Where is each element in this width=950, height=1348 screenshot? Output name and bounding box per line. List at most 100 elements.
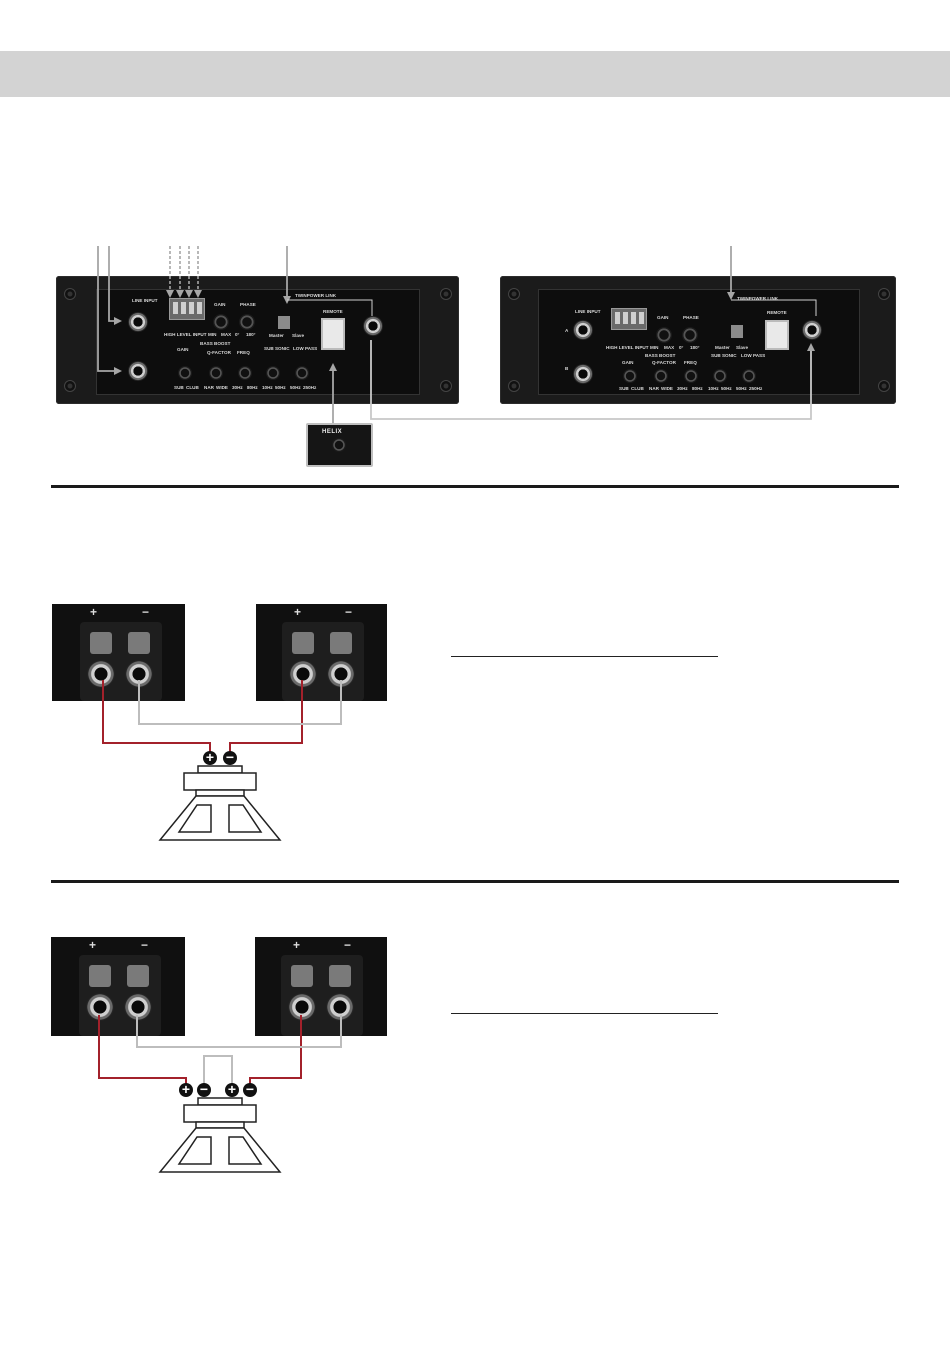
high-level-input-label: HIGH LEVEL INPUT [606,345,649,350]
hz-250-label: 250Hz [303,385,317,390]
channel-a-label: A [565,328,569,333]
text-underline [451,656,718,657]
twinpower-link-label: TWINPOWER LINK [295,293,337,298]
speaker-terminal-right: + − [256,604,387,701]
screw-icon [878,380,890,392]
terminal-plus-label: + [293,938,301,952]
phase-knob[interactable] [239,314,255,330]
high-level-input-terminal[interactable] [611,308,647,330]
slave-label: Slave [736,345,749,350]
q-factor-label: Q-FACTOR [652,360,676,365]
screw-icon [508,288,520,300]
phase-knob[interactable] [682,327,698,343]
sub-sonic-knob[interactable] [713,369,727,383]
line-input-jack-a[interactable] [128,312,148,332]
slave-label: Slave [292,333,305,338]
line-input-b-arrow [97,246,122,375]
terminal-plus-label: + [294,605,302,619]
screw-icon [878,288,890,300]
low-pass-knob[interactable] [295,366,309,380]
remote-port[interactable] [321,318,345,350]
hz-50-label: 50Hz [275,385,286,390]
gain-knob[interactable] [213,314,229,330]
line-input-jack-b[interactable] [573,364,593,384]
negative-wire [136,1015,342,1048]
positive-wire [229,680,303,752]
coil-jumper-wire [203,1055,233,1084]
freq-knob[interactable] [238,366,252,380]
bass-gain-knob[interactable] [623,369,637,383]
club-label: CLUB [631,386,644,391]
freq-knob[interactable] [684,369,698,383]
top-wiring-diagram [97,246,817,423]
q-factor-label: Q-FACTOR [207,350,231,355]
sub-sonic-label: SUB SONIC [711,353,737,358]
line-input-jack-a[interactable] [573,320,593,340]
twinpower-link-jack[interactable] [802,320,822,340]
remote-port[interactable] [765,320,789,350]
twinpower-link-cable [370,340,815,420]
control-panel: LINE INPUT A B HIGH LEVEL INPUT GAIN MIN… [538,289,860,395]
channel-b-label: B [565,366,569,371]
phase-0-label: 0° [235,332,240,337]
hz-250-label: 250Hz [749,386,763,391]
hz-50-label: 50Hz [721,386,732,391]
terminal-minus-label: − [141,938,149,952]
speaker-icon [158,1097,282,1173]
bass-gain-label: GAIN [177,347,189,352]
q-factor-knob[interactable] [654,369,668,383]
remote-label: REMOTE [323,309,343,314]
terminal-plus-label: + [90,605,98,619]
remote-label: REMOTE [767,310,787,315]
screw-icon [64,380,76,392]
hz-50b-label: 50Hz [290,385,301,390]
narrow-label: NAR [204,385,214,390]
screw-icon [508,380,520,392]
coil1-minus-label: − [199,1081,209,1097]
hz-80-label: 80Hz [692,386,703,391]
twinpower-link-jack[interactable] [363,316,383,336]
remote-control[interactable]: HELIX [306,423,373,467]
master-slave-switch[interactable] [278,316,290,329]
speaker-icon [158,765,282,841]
high-level-input-label: HIGH LEVEL INPUT [164,332,207,337]
terminal-minus-label: − [345,605,353,619]
remote-knob[interactable] [332,438,346,452]
q-factor-knob[interactable] [209,366,223,380]
hz-50b-label: 50Hz [736,386,747,391]
bass-gain-knob[interactable] [178,366,192,380]
line-input-label: LINE INPUT [132,298,158,303]
low-pass-label: LOW PASS [741,353,766,358]
terminal-minus-label: − [344,938,352,952]
phase-label: PHASE [683,315,699,320]
freq-label: FREQ [237,350,250,355]
amplifier-left: LINE INPUT HIGH LEVEL INPUT GAIN MIN MAX… [56,276,459,404]
gain-knob[interactable] [656,327,672,343]
wide-label: WIDE [661,386,673,391]
line-input-a-arrow [108,246,122,325]
narrow-label: NAR [649,386,659,391]
club-label: CLUB [186,385,199,390]
gain-label: GAIN [657,315,669,320]
positive-wire [102,680,211,752]
low-pass-knob[interactable] [742,369,756,383]
master-label: Master [269,333,284,338]
sub-sonic-knob[interactable] [266,366,280,380]
sub-label: SUB [619,386,629,391]
speaker-terminal-left: + − [52,604,185,701]
header-band [0,51,950,97]
section-divider [51,485,899,488]
speaker-plus-label: + [205,749,215,765]
sub-label: SUB [174,385,184,390]
line-input-jack-b[interactable] [128,361,148,381]
twinpower-link-label: TWINPOWER LINK [737,296,779,301]
gain-label: GAIN [214,302,226,307]
coil2-plus-label: + [227,1081,237,1097]
bass-gain-label: GAIN [622,360,634,365]
screw-icon [440,380,452,392]
terminal-plus-label: + [89,938,97,952]
high-level-input-terminal[interactable] [169,298,205,320]
master-slave-switch[interactable] [731,325,743,338]
bass-boost-label: BASS BOOST [200,341,231,346]
